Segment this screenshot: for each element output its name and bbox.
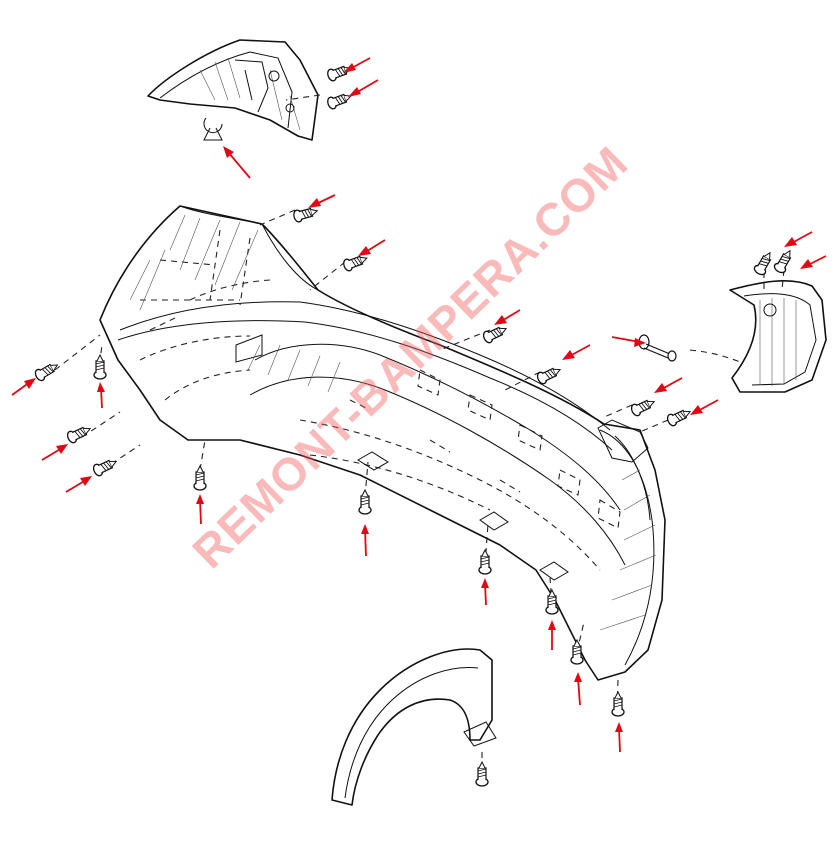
tail-light-bracket — [147, 39, 319, 141]
arrow-icon — [358, 239, 386, 256]
arrow-icon — [690, 399, 719, 415]
arrow-icon — [548, 620, 556, 650]
arrow-icon — [343, 57, 371, 73]
side-bracket — [689, 279, 827, 393]
red-arrows — [11, 57, 827, 753]
arrow-icon — [348, 79, 379, 97]
arrow-icon — [11, 378, 36, 396]
arrow-icon — [41, 444, 68, 461]
arrow-icon — [361, 524, 369, 557]
rear-bumper — [99, 205, 666, 681]
arrow-icon — [223, 146, 251, 179]
arrow-icon — [481, 578, 489, 606]
arrow-icon — [494, 309, 521, 325]
arrow-icon — [615, 722, 623, 753]
wheel-arch-liner — [331, 648, 497, 806]
arrow-icon — [654, 377, 683, 393]
fastener-screws — [32, 61, 796, 787]
clip-icon — [638, 334, 677, 362]
arrow-icon — [308, 194, 336, 208]
arrow-icon — [97, 382, 105, 409]
arrow-icon — [562, 344, 591, 360]
arrow-icon — [196, 494, 204, 525]
arrow-icon — [65, 476, 92, 493]
arrow-icon — [574, 672, 582, 706]
clip-icon — [203, 117, 223, 141]
arrow-icon — [800, 255, 827, 269]
leader-lines — [54, 94, 785, 780]
arrow-icon — [784, 231, 813, 247]
arrow-icon — [611, 336, 646, 347]
